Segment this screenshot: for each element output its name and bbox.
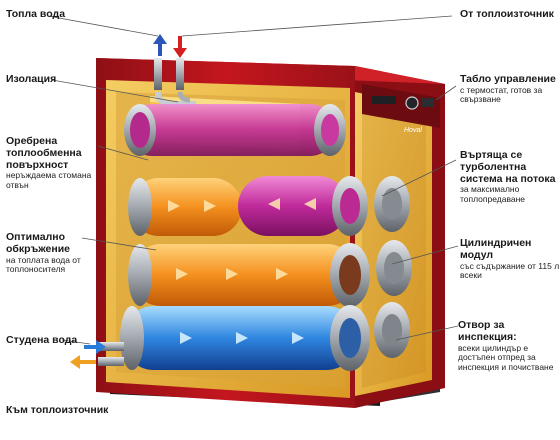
label-turbo-system: Въртяща се турболентна система на потока… [460, 149, 556, 204]
hot-water-title: Топла вода [6, 8, 66, 20]
turbo-system-desc-1: за максимално [460, 184, 520, 195]
brand-logo: Hoval [404, 127, 422, 134]
label-insulation: Изолация [6, 73, 57, 86]
to-heat-source-arrow-icon [70, 355, 96, 369]
label-optimal-environment: Оптимално обкръжение на топлата вода от … [6, 231, 81, 275]
inspection-title: Отвор за инспекция: [458, 319, 517, 343]
from-heat-source-arrow-icon [173, 36, 187, 58]
inspection-desc-3: инспекция и почистване [458, 361, 554, 372]
control-panel [362, 84, 440, 128]
label-control-panel: Табло управление с термостат, готов за с… [460, 73, 558, 105]
top-pipes [154, 58, 196, 107]
cold-water-arrow-icon [84, 340, 106, 354]
flow-arrows [168, 198, 316, 280]
label-hot-water: Топла вода [6, 8, 66, 21]
label-cylinder-module: Цилиндричен модул със съдържание от 115 … [460, 237, 560, 281]
cold-water-pipe [96, 342, 124, 366]
inspection-desc-2: достъпен отпред за [458, 352, 536, 363]
from-heat-source-title: От топлоизточник [460, 8, 554, 20]
cyl-module-desc-2: всеки [460, 270, 482, 281]
turbo-system-title-2: турболентна [460, 160, 527, 173]
cold-water-title: Студена вода [6, 334, 78, 346]
cylinder-row-3 [128, 240, 412, 307]
finned-surface-title-3: повърхност [6, 158, 69, 171]
optimal-env-desc-2: топлоносителя [6, 264, 66, 275]
to-heat-source-title: Към топлоизточник [6, 404, 109, 416]
label-inspection: Отвор за инспекция: всеки цилиндър е дос… [458, 319, 558, 372]
cylinder-row-2 [128, 176, 410, 236]
label-from-heat-source: От топлоизточник [460, 8, 554, 21]
cylinder-top [124, 104, 346, 156]
finned-surface-title-1: Оребрена [6, 135, 58, 147]
label-cold-water: Студена вода [6, 334, 78, 347]
control-panel-desc: с термостат, готов за свързване [460, 84, 543, 105]
control-panel-title: Табло управление [460, 73, 556, 85]
optimal-env-title-2: обкръжение [6, 242, 71, 255]
callout-lines [47, 15, 459, 345]
finned-surface-title-2: топлообменна [6, 146, 82, 159]
cold-flow-arrows [180, 332, 304, 344]
turbo-system-title-1: Въртяща се [460, 149, 523, 161]
optimal-env-title-1: Оптимално [6, 231, 66, 243]
cyl-module-desc-1: със съдържание от 115 л [460, 260, 560, 271]
finned-surface-desc-2: отвън [6, 179, 29, 190]
label-finned-surface: Оребрена топлообменна повърхност неръжда… [6, 135, 92, 190]
hot-water-arrow-icon [153, 34, 167, 56]
finned-surface-desc-1: неръждаема стомана [6, 170, 92, 181]
cylinder-row-4 [120, 302, 410, 371]
label-to-heat-source: Към топлоизточник [6, 404, 109, 417]
optimal-env-desc-1: на топлата вода от [6, 254, 81, 265]
turbo-system-desc-2: топлопредаване [460, 193, 526, 204]
turbo-system-title-3: система на потока [460, 172, 556, 185]
insulation-title: Изолация [6, 73, 57, 85]
inspection-desc-1: всеки цилиндър е [458, 342, 529, 353]
thermostat-dial-icon [405, 96, 419, 110]
cyl-module-title: Цилиндричен модул [460, 237, 532, 261]
